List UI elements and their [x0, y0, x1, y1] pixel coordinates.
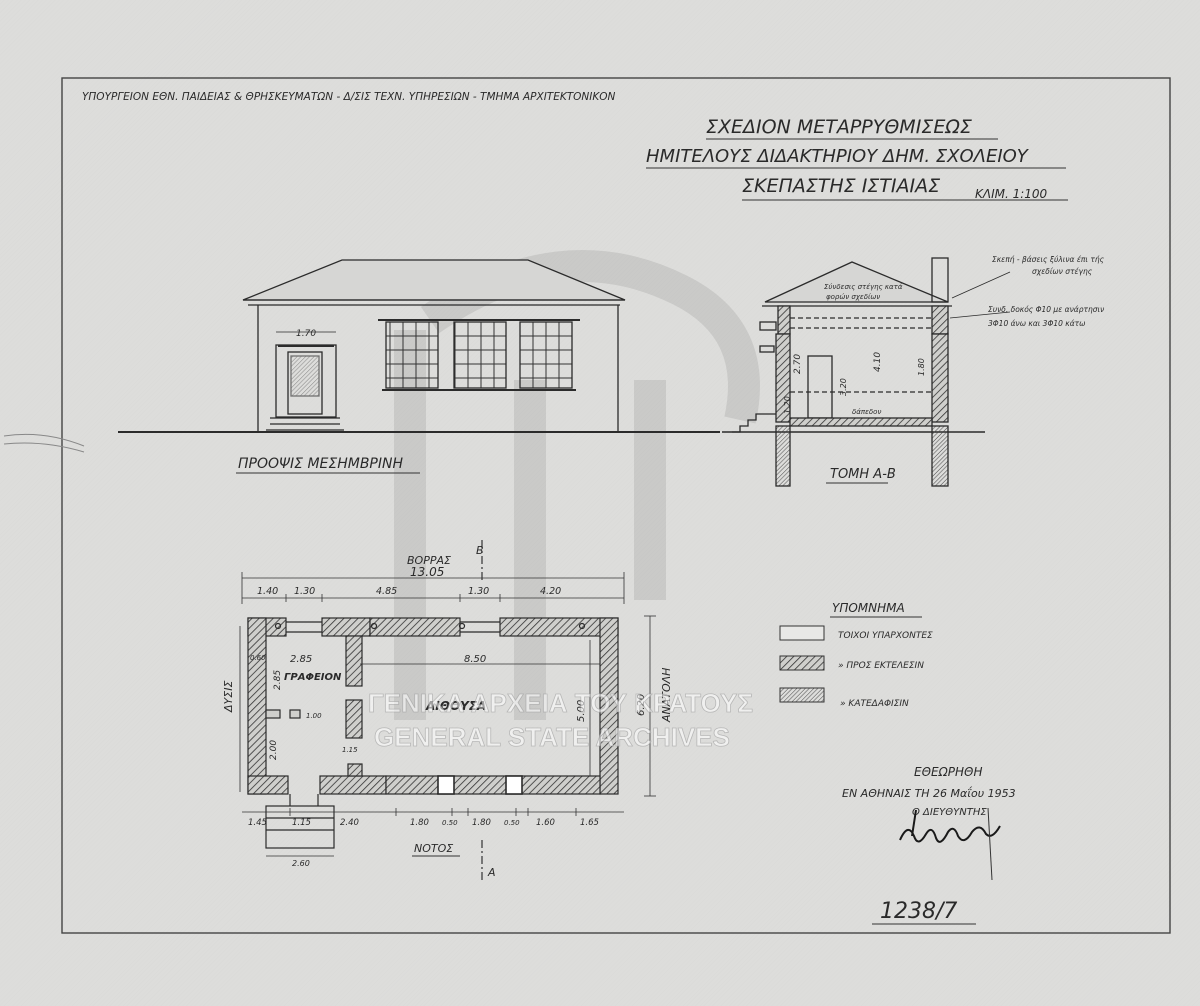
- watermark-english: GENERAL STATE ARCHIVES: [374, 722, 730, 752]
- legend-item-existing: ΤΟΙΧΟΙ ΥΠΑΡΧΟΝΤΕΣ: [838, 631, 933, 641]
- section-drawing: [722, 257, 1011, 487]
- elevation-window-2: [453, 321, 507, 389]
- top-dim-5: 4.20: [540, 586, 561, 597]
- chimney: [931, 257, 949, 303]
- legend-title: ΥΠΟΜΝΗΜΑ: [832, 601, 905, 615]
- elevation-window-1: [385, 321, 439, 389]
- south-elevation: 1.70: [118, 259, 720, 433]
- section-dim-320: 3.20: [839, 378, 848, 396]
- bottom-dim-9: 1.65: [580, 818, 599, 828]
- legend: ΥΠΟΜΝΗΜΑ ΤΟΙΧΟΙ ΥΠΑΡΧΟΝΤΕΣ » ΠΡΟΣ ΕΚΤΕΛΕ…: [779, 601, 933, 709]
- bottom-dim-6: 1.80: [472, 818, 491, 828]
- office-width-dim: 2.85: [290, 654, 312, 665]
- door-dim: 1.00: [306, 712, 322, 720]
- top-dim-2: 1.30: [294, 586, 315, 597]
- top-dim-4: 1.30: [468, 586, 489, 597]
- depth-dim: 6.20: [636, 694, 647, 716]
- small-dim: 1.15: [342, 746, 358, 754]
- section-dim-410: 4.10: [873, 352, 883, 372]
- bottom-dim-4: 1.80: [410, 818, 429, 828]
- office-height-dim: 2.85: [273, 670, 283, 690]
- elevation-window-3: [519, 321, 573, 389]
- plan-wall-right: [599, 617, 619, 795]
- section-floor-label: δάπεδον: [852, 408, 881, 416]
- title-block: ΣΧΕΔΙΟΝ ΜΕΤΑΡΡΥΘΜΙΣΕΩΣ ΗΜΙΤΕΛΟΥΣ ΔΙΔΑΚΤΗ…: [646, 116, 1068, 201]
- approval-block: ΕΘΕΩΡΗΘΗ ΕΝ ΑΘΗΝΑΙΣ ΤΗ 26 Μαΐου 1953 Ο Δ…: [842, 765, 1016, 881]
- drawing-border: [61, 77, 1171, 934]
- bottom-dim-1: 1.45: [248, 818, 267, 828]
- section-mark-a: Α: [487, 866, 496, 879]
- title-line-2: ΗΜΙΤΕΛΟΥΣ ΔΙΔΑΚΤΗΡΙΟΥ ΔΗΜ. ΣΧΟΛΕΙΟΥ: [646, 146, 1030, 167]
- roof-note-2: φορών σχεδίων: [826, 293, 880, 301]
- total-width-dim: 13.05: [410, 565, 444, 579]
- title-line-1: ΣΧΕΔΙΟΝ ΜΕΤΑΡΡΥΘΜΙΣΕΩΣ: [706, 116, 972, 138]
- hall-height-dim: 5.00: [576, 700, 587, 722]
- section-note-1a: Σκεπή - βάσεις ξύλινα έπι τής: [992, 255, 1105, 264]
- hall-width-dim: 8.50: [464, 654, 486, 665]
- plan-dimension-lines: [239, 540, 656, 880]
- bottom-dim-8: 1.60: [536, 818, 555, 828]
- bottom-dim-7: 0.50: [504, 819, 520, 827]
- bottom-dim-3: 2.40: [340, 818, 359, 828]
- title-line-3: ΣΚΕΠΑΣΤΗΣ ΙΣΤΙΑΙΑΣ: [742, 175, 940, 197]
- section-mark-b: Β: [476, 544, 484, 557]
- legend-item-demolish: » ΚΑΤΕΔΑΦΙΣΙΝ: [840, 699, 909, 709]
- section-note-2b: 3Φ10 άνω και 3Φ10 κάτω: [988, 319, 1085, 328]
- steps-width-dim: 2.60: [292, 859, 310, 868]
- approval-line-2: ΕΝ ΑΘΗΝΑΙΣ ΤΗ 26 Μαΐου 1953: [842, 786, 1016, 800]
- legend-item-to-build: » ΠΡΟΣ ΕΚΤΕΛΕΣΙΝ: [838, 661, 924, 671]
- section-label: ΤΟΜΗ Α-Β: [830, 467, 896, 482]
- scale-label: ΚΛΙΜ. 1:100: [975, 187, 1048, 201]
- plan-wall-bottom: [247, 775, 289, 795]
- legend-swatch-demolish: [779, 687, 825, 703]
- entrance-steps: [265, 805, 335, 849]
- section-dim-180: 1.80: [917, 358, 926, 376]
- archive-number: 1238/7: [880, 899, 957, 924]
- section-dim-270: 2.70: [793, 354, 803, 374]
- director-signature: [899, 809, 1001, 843]
- top-dim-3: 4.85: [376, 586, 397, 597]
- section-roof: [764, 261, 949, 303]
- west-label: ΔΥΣΙΣ: [222, 681, 235, 713]
- legend-swatch-existing: [779, 625, 825, 641]
- approval-line-1: ΕΘΕΩΡΗΘΗ: [914, 765, 983, 779]
- south-label: ΝΟΤΟΣ: [414, 842, 453, 855]
- section-note-1b: σχεδίων στέγης: [1032, 267, 1093, 276]
- left-wall-dim: 0.60: [250, 654, 266, 662]
- approval-line-3: Ο ΔΙΕΥΘΥΝΤΗΣ: [912, 807, 987, 818]
- section-dim-120: 1.20: [783, 396, 792, 414]
- bottom-dim-5: 0.50: [442, 819, 458, 827]
- floor-plan: [247, 617, 619, 849]
- plan-wall-left: [247, 617, 267, 795]
- office-label: ΓΡΑΦΕΙΟΝ: [284, 672, 342, 683]
- section-note-2a: Συνδ. δοκός Φ10 με ανάρτησιν: [988, 305, 1104, 314]
- door-width-dim: 1.70: [296, 329, 316, 339]
- lower-room-dim: 2.00: [269, 740, 279, 760]
- ministry-header: ΥΠΟΥΡΓΕΙΟΝ ΕΘΝ. ΠΑΙΔΕΙΑΣ & ΘΡΗΣΚΕΥΜΑΤΩΝ …: [82, 91, 616, 103]
- east-label: ΑΝΑΤΟΛΗ: [660, 668, 673, 723]
- north-label: ΒΟΡΡΑΣ: [407, 554, 451, 567]
- bottom-dim-2: 1.15: [292, 818, 311, 828]
- hall-label: ΑΙΘΟΥΣΑ: [425, 699, 486, 713]
- top-dim-1: 1.40: [257, 586, 278, 597]
- elevation-label: ΠΡΟΟΨΙΣ ΜΕΣΗΜΒΡΙΝΗ: [238, 456, 403, 472]
- watermark-greek: ΓΕΝΙΚΑ ΑΡΧΕΙΑ ΤΟΥ ΚΡΑΤΟΥΣ: [368, 688, 753, 718]
- legend-swatch-to-build: [779, 655, 825, 671]
- roof-note-1: Σύνδεσις στέγης κατά: [824, 283, 903, 291]
